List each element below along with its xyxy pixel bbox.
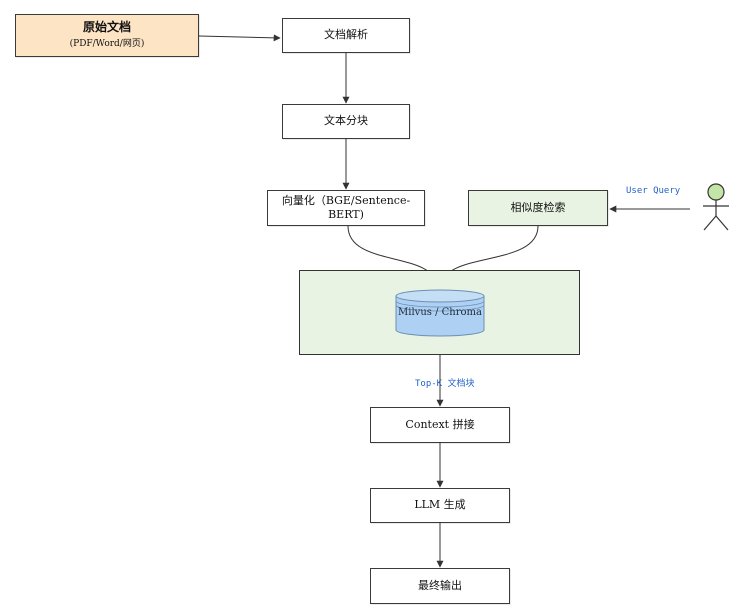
source-documents-title: 原始文档 xyxy=(82,20,131,35)
source-documents-subtitle: (PDF/Word/网页) xyxy=(69,38,145,49)
text-chunking-label: 文本分块 xyxy=(324,114,368,128)
similarity-search-label: 相似度检索 xyxy=(510,200,566,214)
llm-generation-label: LLM 生成 xyxy=(414,498,466,512)
document-parsing-label: 文档解析 xyxy=(324,28,368,42)
vector-db-label: Milvus / Chroma xyxy=(398,307,482,318)
context-assembly-label: Context 拼接 xyxy=(405,417,475,431)
text-chunking-node[interactable]: 文本分块 xyxy=(282,104,410,139)
final-output-node[interactable]: 最终输出 xyxy=(370,568,510,604)
similarity-search-node[interactable]: 相似度检索 xyxy=(468,190,608,226)
user-query-label: User Query xyxy=(626,186,681,196)
final-output-label: 最终输出 xyxy=(418,578,462,592)
top-k-label: Top-K 文档块 xyxy=(415,379,475,389)
vectorization-label: 向量化（BGE/Sentence-BERT) xyxy=(281,193,411,221)
edge-source-to-parse xyxy=(198,34,281,42)
source-documents-node[interactable]: 原始文档 (PDF/Word/网页) xyxy=(15,14,199,57)
vectorization-node[interactable]: 向量化（BGE/Sentence-BERT) xyxy=(267,190,425,226)
database-icon xyxy=(395,289,485,337)
context-assembly-node[interactable]: Context 拼接 xyxy=(370,407,510,443)
user-icon xyxy=(703,183,729,231)
llm-generation-node[interactable]: LLM 生成 xyxy=(370,488,510,523)
document-parsing-node[interactable]: 文档解析 xyxy=(282,18,410,53)
